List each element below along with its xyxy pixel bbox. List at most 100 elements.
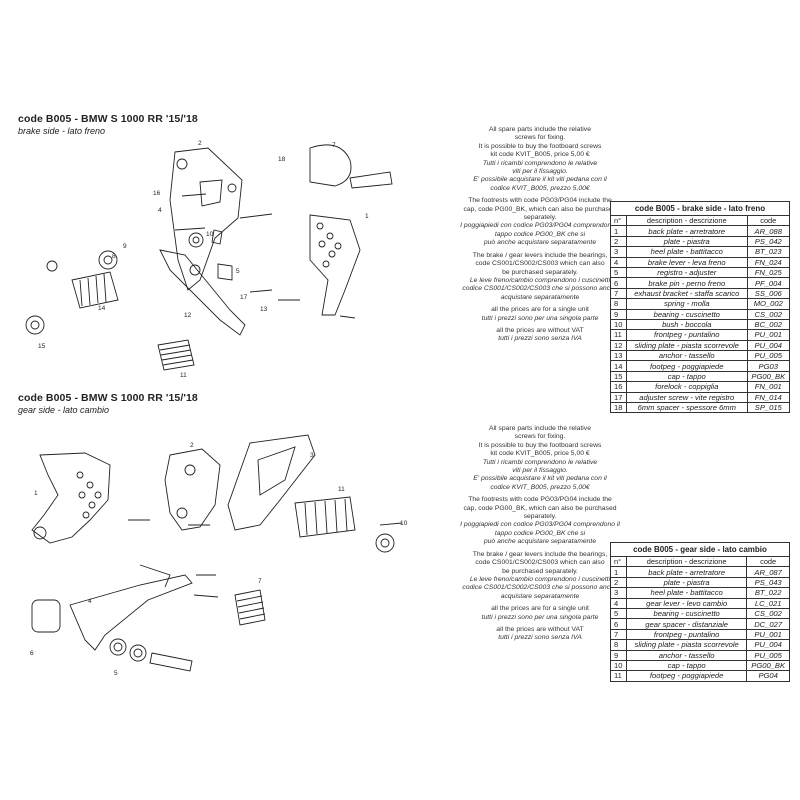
part-code: PU_001 xyxy=(746,628,790,641)
svg-text:10: 10 xyxy=(206,231,214,238)
brake-note-21: all the prices are for a single unit xyxy=(491,306,589,314)
brake-plate-shape xyxy=(169,147,243,291)
svg-text:16: 16 xyxy=(153,190,161,197)
svg-text:12: 12 xyxy=(184,312,192,319)
gear-code-title: code B005 - BMW S 1000 RR '15/'18 xyxy=(18,392,198,404)
brake-note-20: acquistare separatamente xyxy=(500,293,580,301)
brake-table-header-code: code xyxy=(746,214,791,227)
brake-note-7: E' possibile acquistare il kit viti peda… xyxy=(473,176,607,184)
brake-table-header-n: n° xyxy=(610,214,627,227)
part-code: BC_002 xyxy=(746,318,791,331)
part-number: 6 xyxy=(610,618,627,630)
part-code: SS_006 xyxy=(746,287,791,300)
gear-note-5: Tutti i ricambi comprendono le relative xyxy=(482,458,598,466)
brake-note-14: può anche acquistare separatamente xyxy=(483,239,597,247)
brake-subtitle: brake side - lato freno xyxy=(18,126,106,136)
part-code: BT_022 xyxy=(746,587,790,599)
brake-table-title: code B005 - brake side - lato freno xyxy=(610,201,790,216)
brake-note-13: tappo codice PG00_BK che si xyxy=(494,230,586,238)
svg-text:3: 3 xyxy=(310,452,314,459)
gear-note-12: I poggiapiedi con codice PG03/PG04 compr… xyxy=(460,521,620,529)
part-description: sliding plate - piasta scorrevole xyxy=(625,639,748,651)
gear-note-20: acquistare separatamente xyxy=(500,592,580,600)
part-code: PU_005 xyxy=(746,649,790,661)
svg-text:7: 7 xyxy=(332,142,336,149)
part-description: brake pin - perno freno xyxy=(626,277,748,289)
part-code: DC_027 xyxy=(746,618,790,630)
svg-text:1: 1 xyxy=(34,490,38,497)
part-description: 6mm spacer - spessore 6mm xyxy=(626,402,748,414)
svg-text:11: 11 xyxy=(180,372,187,379)
part-code: BT_023 xyxy=(746,246,791,258)
gear-note-21: all the prices are for a single unit xyxy=(491,605,589,613)
gear-heel-plate-shape xyxy=(227,434,316,531)
gear-note-6: viti per il fissaggio. xyxy=(512,467,568,475)
brake-note-8: codice KVIT_B005, prezzo 5,00€ xyxy=(490,184,590,192)
svg-text:14: 14 xyxy=(98,305,106,312)
brake-cap-shape xyxy=(25,315,45,335)
gear-plate-shape xyxy=(164,448,221,531)
brake-code-title: code B005 - BMW S 1000 RR '15/'18 xyxy=(18,113,198,125)
part-code: FN_014 xyxy=(746,391,791,404)
gear-note-13: tappo codice PG00_BK che si xyxy=(494,529,586,537)
gear-note-17: be purchased separately. xyxy=(502,567,578,575)
part-description: forelock - coppiglia xyxy=(626,381,748,393)
gear-footpeg-shape xyxy=(294,496,356,538)
part-number: 11 xyxy=(610,670,627,682)
gear-table-header-code: code xyxy=(746,555,790,568)
part-description: bearing - cuscinetto xyxy=(625,607,748,620)
brake-notes: All spare parts include the relative scr… xyxy=(430,126,650,348)
svg-text:10: 10 xyxy=(400,520,408,527)
gear-note-11: separately. xyxy=(523,513,557,521)
brake-footpeg-shape xyxy=(71,271,119,309)
part-description: back plate - arretratore xyxy=(625,566,748,578)
part-number: 10 xyxy=(610,318,627,331)
part-description: back plate - arretratore xyxy=(626,225,748,237)
brake-table-header-desc: description - descrizione xyxy=(626,214,748,227)
gear-note-23: all the prices are without VAT xyxy=(496,625,584,633)
brake-note-3: It is possible to buy the footboard scre… xyxy=(478,142,602,150)
svg-text:1: 1 xyxy=(365,213,369,220)
brake-frontpeg-shape xyxy=(157,339,195,371)
gear-table-header-desc: description - descrizione xyxy=(625,555,748,568)
gear-note-16: code CS001/CS002/CS003 which can also xyxy=(475,559,605,567)
gear-note-14: può anche acquistare separatamente xyxy=(483,538,597,546)
part-description: exhaust bracket - staffa scarico xyxy=(626,287,748,300)
part-code: FN_024 xyxy=(746,256,791,268)
part-code: LC_021 xyxy=(746,597,790,609)
svg-text:13: 13 xyxy=(260,306,268,313)
part-description: plate - piastra xyxy=(626,235,748,248)
gear-note-7: E' possibile acquistare il kit viti peda… xyxy=(473,475,607,483)
gear-note-10: cap, code PG00_BK, which can also be pur… xyxy=(463,504,617,512)
part-description: bush - boccola xyxy=(626,318,748,331)
part-number: 5 xyxy=(610,607,627,620)
part-code: PU_004 xyxy=(746,639,790,651)
part-code: CS_002 xyxy=(746,607,790,620)
part-number: 11 xyxy=(610,329,627,341)
brake-parts-table: code B005 - brake side - lato freno n° d… xyxy=(610,201,791,414)
brake-note-6: viti per il fissaggio. xyxy=(512,168,568,176)
brake-note-17: be purchased separately. xyxy=(502,268,578,276)
part-code: PF_004 xyxy=(746,277,791,289)
part-number: 8 xyxy=(610,298,627,310)
brake-note-2: screws for fixing. xyxy=(514,134,566,142)
gear-note-4: kit code KVIT_B005, price 5,00 € xyxy=(490,450,590,458)
gear-parts-table: code B005 - gear side - lato cambio n° d… xyxy=(610,542,790,682)
svg-text:5: 5 xyxy=(114,670,118,677)
